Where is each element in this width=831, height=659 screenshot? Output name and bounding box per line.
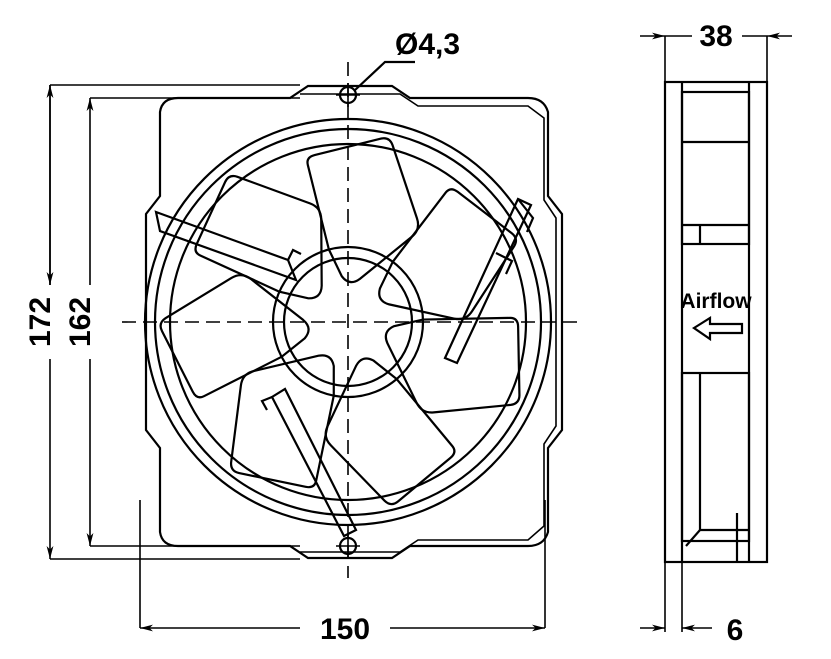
support-strut-hub-joint [260,395,273,411]
airflow-label: Airflow [680,290,752,313]
dimension-label-172: 172 [24,297,57,347]
airflow-indicator: Airflow [680,290,752,342]
fan-blade [194,174,323,300]
support-strut-hub-joint [495,252,514,275]
leader-line [353,60,415,92]
dimension-162: 162 [64,97,300,547]
support-strut [154,210,298,282]
fan-blade [384,316,521,414]
support-strut [443,197,533,365]
hole-diameter-label: Ø4,3 [395,28,460,61]
side-lower-block [680,371,751,562]
lower-block-outer [680,371,751,543]
dimension-172: 172 [24,84,300,560]
arrow-left-icon [691,316,744,342]
side-view: Airflow 38 6 [640,20,792,647]
fan-blade [378,188,518,321]
lower-block-chamfer [685,529,701,547]
dimension-6: 6 [640,562,743,647]
dimension-label-150: 150 [320,613,370,646]
hole-diameter-callout: Ø4,3 [353,28,460,92]
fan-blade-group [159,137,521,506]
dimension-label-6: 6 [727,614,744,647]
support-strut-hub-joint [287,248,302,261]
mounting-hole-bottom [336,534,360,558]
support-strut [270,387,358,538]
fan-blade [324,357,456,506]
side-upper-block [680,90,751,246]
support-strut-group [154,197,535,538]
support-strut-edge [517,198,535,233]
fan-blade [229,354,335,489]
fan-blade [306,137,420,284]
mounting-hole-top [336,83,360,107]
front-view: Ø4,3 172 162 150 [24,28,578,646]
fan-blade [159,274,310,399]
center-lines [122,62,578,578]
dimension-label-162: 162 [64,297,97,347]
upper-block-outer [680,90,751,246]
dimension-38: 38 [640,20,792,82]
side-body-outline [663,80,769,564]
housing-outer-outline [144,84,564,560]
dimension-label-38: 38 [699,20,732,53]
dimension-150: 150 [139,500,546,646]
